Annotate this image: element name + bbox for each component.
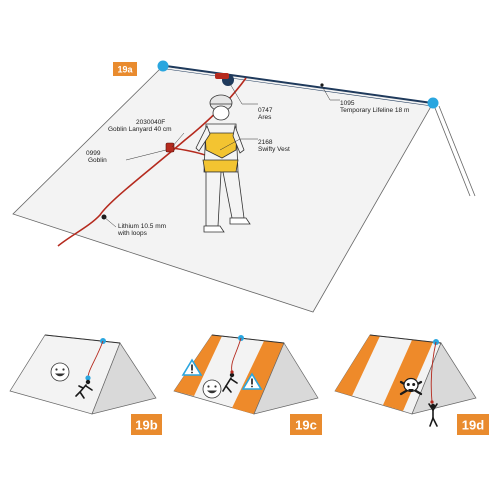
- ares-name: Ares: [258, 114, 272, 121]
- goblin-code: 0999: [86, 150, 101, 157]
- figure-tag-19a-text: 19a: [117, 65, 133, 75]
- swifty-vest: [204, 132, 238, 159]
- rope: [231, 337, 242, 373]
- panel-19b: 19b: [9, 334, 162, 435]
- danger-zone-right: [383, 340, 433, 411]
- smiley-face-icon: [202, 379, 222, 399]
- lanyard-name: Goblin Lanyard 40 cm: [108, 126, 172, 133]
- figure-tag-19d-text: 19d: [462, 418, 484, 433]
- gable-rafter: [432, 102, 471, 197]
- lifeline-code: 1095: [340, 100, 355, 107]
- warning-triangle-icon: [181, 358, 203, 376]
- figure-tag-19b-text: 19b: [135, 418, 157, 433]
- vest-code: 2168: [258, 139, 273, 146]
- smiley-face-icon: [50, 362, 70, 382]
- worker-arm-right: [232, 124, 245, 154]
- worker-leg-left: [205, 171, 222, 227]
- temporary-lifeline-sag: [165, 68, 433, 107]
- anchor-point-right: [427, 97, 439, 109]
- lifeline-tensioner: [320, 83, 324, 87]
- goblin-lanyard: [171, 147, 206, 156]
- rope-label-line1: Lithium 10.5 mm: [118, 223, 166, 230]
- rope: [430, 341, 437, 403]
- danger-zone-left: [174, 335, 222, 396]
- rope-anchor: [430, 400, 434, 404]
- figure-tag-19b: [131, 414, 162, 435]
- main-panel: 0747 Ares 1095 Temporary Lifeline 18 m 2…: [12, 60, 476, 313]
- worker-icon: [428, 403, 438, 427]
- worker-icon: [75, 379, 93, 399]
- lifeline: [44, 334, 121, 344]
- ares-device-top: [215, 73, 229, 79]
- lanyard-code: 2030040F: [136, 119, 165, 126]
- panel-19d: 19d: [334, 334, 489, 435]
- figure-tag-19c-text: 19c: [295, 418, 317, 433]
- skull-crossbones-icon: [399, 377, 423, 396]
- temporary-lifeline: [165, 65, 433, 104]
- ares-code: 0747: [258, 107, 273, 114]
- anchor-point-worker: [85, 375, 91, 381]
- roof-side: [91, 342, 157, 415]
- figure-tag-19d: [457, 414, 489, 435]
- worker-head: [212, 105, 230, 121]
- lifeline: [211, 334, 285, 344]
- lifeline: [369, 334, 442, 344]
- roof-side: [411, 342, 477, 415]
- rope-label-line2: with loops: [117, 230, 148, 237]
- gable-rafter: [438, 105, 476, 197]
- vest-name: Swifty Vest: [258, 146, 290, 153]
- figure-tag-19c: [290, 414, 322, 435]
- figure-tag-19a: [113, 62, 137, 76]
- goblin-device: [165, 142, 175, 153]
- roof-side: [253, 342, 319, 415]
- danger-zone-right: [232, 341, 284, 414]
- warning-triangle-icon: [241, 372, 263, 390]
- callout-lines: [103, 81, 340, 228]
- goblin-name: Goblin: [88, 157, 107, 164]
- worker-arm-left: [195, 125, 211, 152]
- worker-icon: [222, 372, 238, 393]
- rope-anchor: [230, 370, 234, 374]
- anchor-point-left: [157, 60, 169, 72]
- panel-19c: 19c: [173, 334, 322, 435]
- lifeline-name: Temporary Lifeline 18 m: [340, 107, 409, 114]
- danger-zone-left: [335, 335, 380, 396]
- worker-figure: [195, 94, 251, 233]
